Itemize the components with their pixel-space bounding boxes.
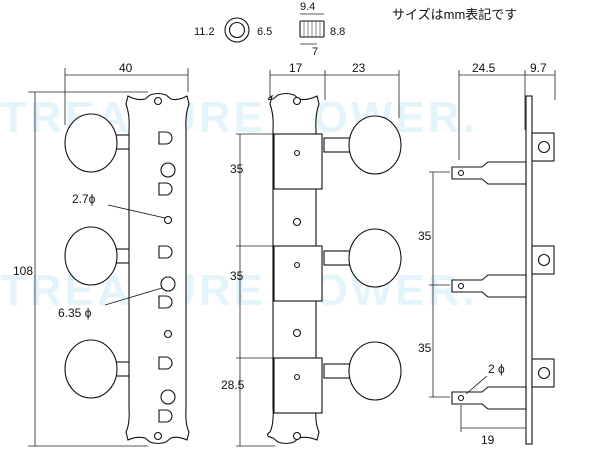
front-width-label: 40 xyxy=(119,61,133,75)
side-plate-width-label: 17 xyxy=(289,61,303,75)
knob-icon xyxy=(348,341,402,401)
side-end-offset-label: 28.5 xyxy=(221,378,245,392)
knob-icon xyxy=(348,228,402,288)
bushing-inner-d-label: 6.5 xyxy=(257,26,272,38)
units-note: サイズはmm表記です xyxy=(392,7,517,22)
knob-icon xyxy=(64,226,118,286)
front-length-label: 108 xyxy=(13,264,33,278)
bushing-front-view: 11.2 6.5 xyxy=(194,17,272,43)
knob-icon xyxy=(64,339,118,399)
top-spacing-2-label: 35 xyxy=(418,341,432,355)
top-spacing-1-label: 35 xyxy=(418,229,432,243)
bushing-height-label: 8.8 xyxy=(330,26,345,38)
bushing-top-w-label: 9.4 xyxy=(300,1,315,13)
knob-icon xyxy=(348,115,402,175)
large-hole-label: 6.35 ϕ xyxy=(58,306,92,320)
side-spacing-1-label: 35 xyxy=(230,162,244,176)
front-view: 40 108 2.7ϕ 6.35 ϕ xyxy=(13,61,190,447)
top-view: 24.5 9.7 35 35 2 ϕ 19 xyxy=(418,61,556,447)
top-shaft-d-label: 2 ϕ xyxy=(488,362,505,376)
knob-icon xyxy=(64,113,118,173)
side-knob-reach-label: 23 xyxy=(352,61,366,75)
side-spacing-2-label: 35 xyxy=(230,269,244,283)
bushing-side-view: 9.4 8.8 7 xyxy=(299,1,345,58)
bushing-outer-d-label: 11.2 xyxy=(194,26,215,38)
bushing-bottom-w-label: 7 xyxy=(312,46,318,58)
side-view: 17 23 35 35 28.5 xyxy=(221,61,402,447)
small-hole-label: 2.7ϕ xyxy=(72,192,96,206)
top-reach-label: 24.5 xyxy=(472,61,496,75)
top-shaft-length-label: 19 xyxy=(481,433,495,447)
top-bracket-label: 9.7 xyxy=(530,61,547,75)
